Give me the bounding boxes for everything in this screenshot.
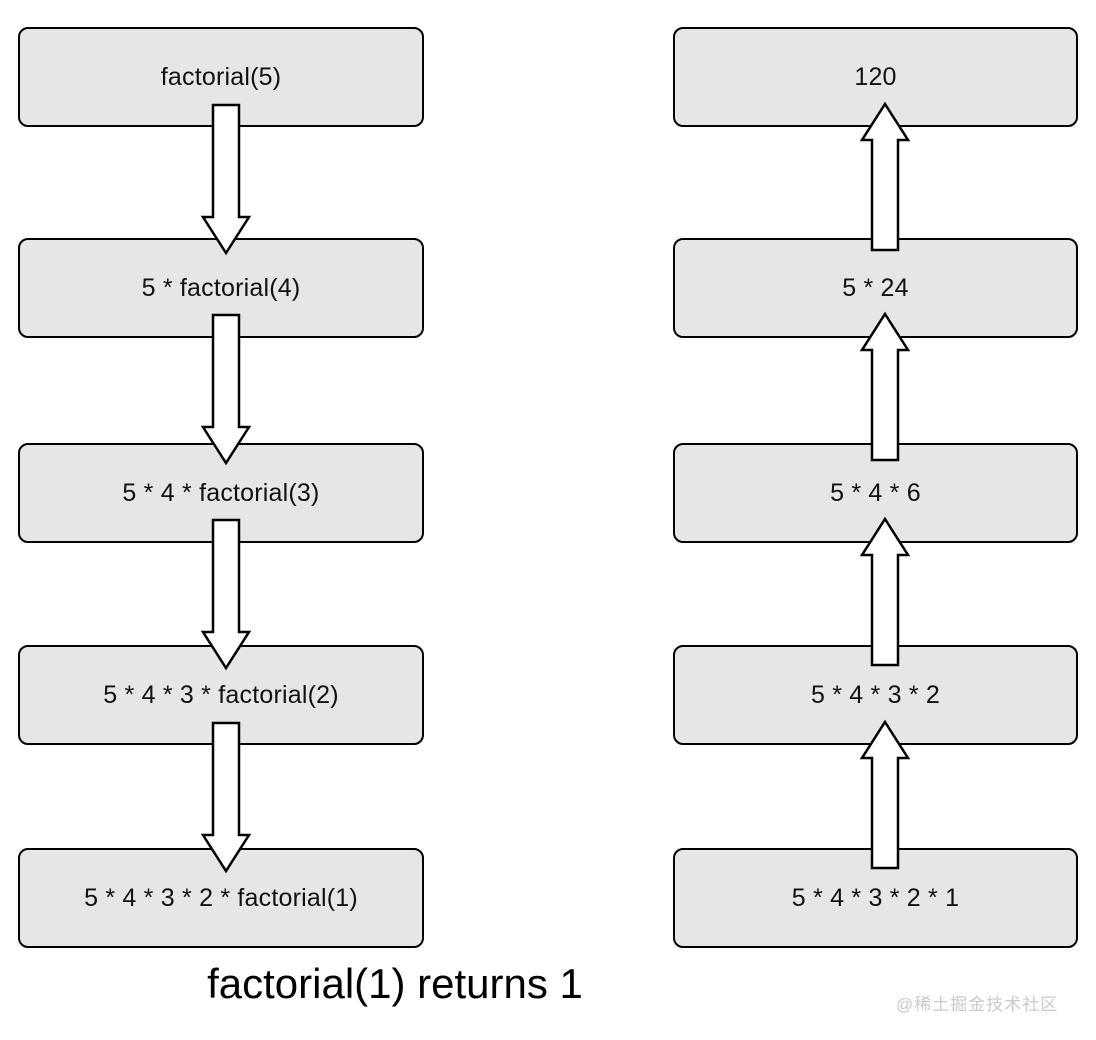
return-node-1-label: 120 [854,62,897,91]
watermark-label: @稀土掘金技术社区 [896,995,1059,1014]
return-ascent-column: 120 5 * 24 5 * 4 * 6 5 * 4 * 3 * 2 5 * 4… [673,0,1078,960]
call-node-5-label: 5 * 4 * 3 * 2 * factorial(1) [84,883,358,912]
call-node-4-label: 5 * 4 * 3 * factorial(2) [103,680,339,709]
call-node-3-label: 5 * 4 * factorial(3) [122,478,320,507]
call-node-3: 5 * 4 * factorial(3) [18,443,424,543]
return-node-4-label: 5 * 4 * 3 * 2 [810,680,941,709]
call-node-2-label: 5 * factorial(4) [141,273,301,302]
arrow-down-icon-1 [200,103,252,256]
call-node-4: 5 * 4 * 3 * factorial(2) [18,645,424,745]
call-node-5: 5 * 4 * 3 * 2 * factorial(1) [18,848,424,948]
return-node-2-label: 5 * 24 [842,273,909,302]
call-node-1-label: factorial(5) [160,62,282,91]
return-node-5: 5 * 4 * 3 * 2 * 1 [673,848,1078,948]
call-descent-column: factorial(5) 5 * factorial(4) 5 * 4 * fa… [18,0,424,960]
return-node-4: 5 * 4 * 3 * 2 [673,645,1078,745]
return-node-2: 5 * 24 [673,238,1078,338]
diagram-caption: factorial(1) returns 1 [207,960,583,1007]
return-node-3: 5 * 4 * 6 [673,443,1078,543]
call-node-1: factorial(5) [18,27,424,127]
return-node-5-label: 5 * 4 * 3 * 2 * 1 [791,883,960,912]
return-node-3-label: 5 * 4 * 6 [830,478,921,507]
call-node-2: 5 * factorial(4) [18,238,424,338]
return-node-1: 120 [673,27,1078,127]
